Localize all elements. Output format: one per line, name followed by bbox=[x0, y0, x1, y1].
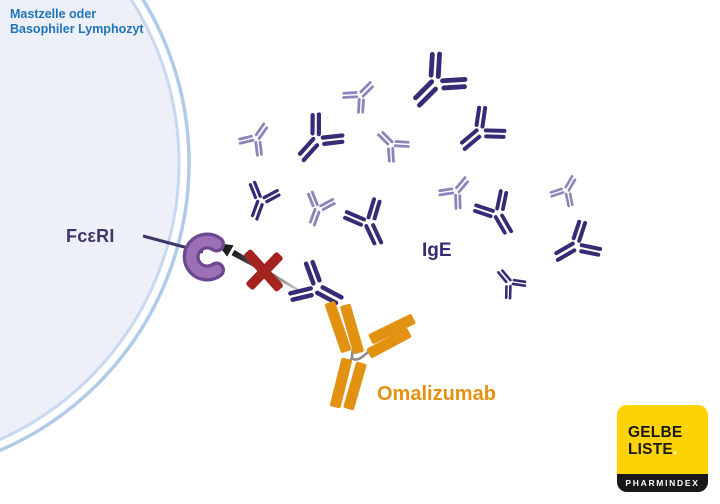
ige-antibody bbox=[236, 116, 278, 159]
ige-antibody bbox=[548, 170, 586, 209]
ige-antibody bbox=[369, 122, 412, 165]
ige-antibody bbox=[286, 112, 345, 171]
cell-membrane-inner bbox=[0, 0, 181, 442]
logo-line2: LISTE. bbox=[628, 440, 678, 458]
omalizumab-arm-bar bbox=[368, 314, 416, 344]
ige-antibody bbox=[288, 260, 350, 320]
omalizumab-arm-bar bbox=[366, 328, 412, 358]
cell-membrane-outer bbox=[0, 0, 191, 453]
cell-type-label: Mastzelle oder Basophiler Lymphozyt bbox=[10, 7, 144, 37]
omalizumab-arm-bar bbox=[340, 303, 364, 355]
mast-cell bbox=[0, 0, 191, 453]
ige-antibody bbox=[340, 73, 383, 116]
ige-antibody bbox=[489, 261, 529, 302]
ige-antibody bbox=[401, 51, 469, 119]
ige-antibody bbox=[436, 169, 479, 212]
ige-antibody bbox=[341, 195, 398, 254]
ige-antibody bbox=[448, 102, 510, 163]
omalizumab-stem-bar bbox=[330, 357, 352, 409]
x-stroke-2 bbox=[246, 252, 283, 290]
logo-dot: . bbox=[672, 440, 678, 458]
ige-antibody-field bbox=[236, 51, 605, 302]
logo-wordmark: GELBE LISTE. bbox=[617, 405, 708, 458]
ige-antibody bbox=[470, 187, 526, 244]
fceri-receptor bbox=[142, 232, 225, 282]
omalizumab-antibody bbox=[324, 301, 416, 411]
logo-pharmindex-bar: PHARMINDEX bbox=[617, 474, 708, 492]
ige-antibody bbox=[544, 217, 605, 276]
fceri-label: FcεRI bbox=[66, 226, 115, 246]
logo-line1: GELBE bbox=[628, 424, 683, 441]
ige-antibody bbox=[297, 189, 337, 231]
cell-type-label-line2: Basophiler Lymphozyt bbox=[10, 22, 144, 36]
omalizumab-label: Omalizumab bbox=[377, 383, 496, 405]
bound-ige-antibody bbox=[288, 260, 350, 320]
gelbe-liste-logo: GELBE LISTE. PHARMINDEX bbox=[617, 405, 708, 492]
receptor-body bbox=[185, 235, 222, 279]
block-x-icon bbox=[244, 249, 283, 292]
cell-type-label-line1: Mastzelle oder bbox=[10, 7, 97, 21]
ige-label: IgE bbox=[422, 240, 452, 261]
omalizumab-arm-bar bbox=[324, 301, 352, 353]
omalizumab-stem-bar bbox=[343, 361, 367, 411]
ige-antibody bbox=[238, 179, 282, 225]
